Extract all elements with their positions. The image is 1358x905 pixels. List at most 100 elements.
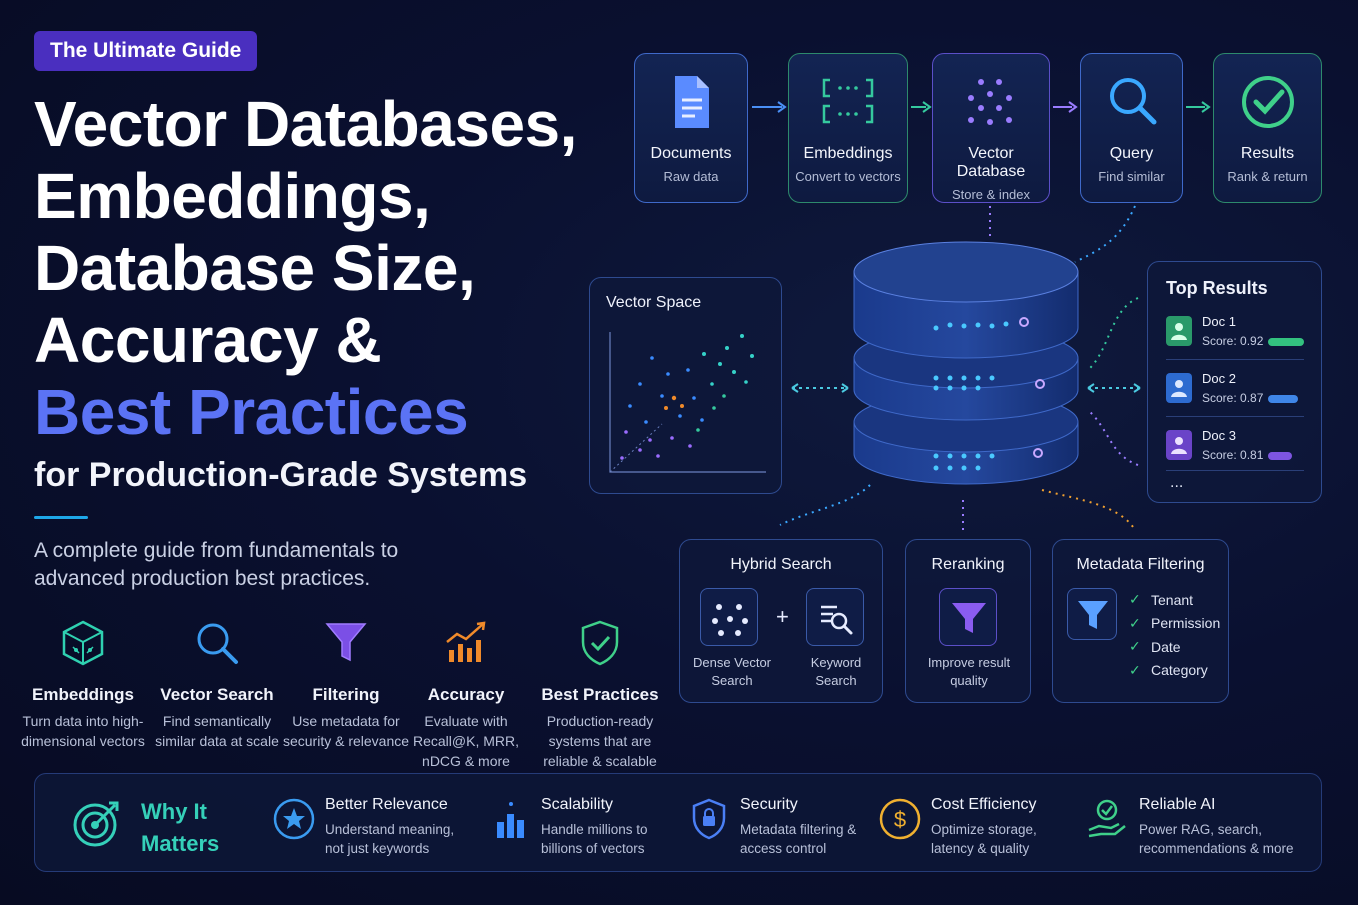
more-results[interactable]: ... xyxy=(1170,474,1184,491)
divider xyxy=(1166,416,1304,417)
feature-name: Embeddings xyxy=(31,685,134,704)
top-results-panel: Top Results Doc 1 Score: 0.92 Doc 2 Scor… xyxy=(1147,261,1322,503)
title-line-4: Accuracy & xyxy=(34,304,382,376)
feature-name: Accuracy xyxy=(427,685,505,704)
pipeline-name: Results xyxy=(1240,145,1295,162)
feature-desc: Evaluate with Recall@K, MRR, nDCG & more xyxy=(412,713,519,769)
search-icon xyxy=(1109,78,1156,125)
lock-shield-icon xyxy=(692,798,726,840)
feature-name: Vector Search xyxy=(160,685,274,704)
why-title: Why It Matters xyxy=(141,799,220,856)
pipeline-name: Documents xyxy=(650,145,732,162)
result-row[interactable]: Doc 3 Score: 0.81 xyxy=(1166,422,1304,468)
arrow-right-icon xyxy=(1053,101,1078,113)
result-score: Score: 0.92 xyxy=(1202,334,1264,348)
pipeline-sub: Find similar xyxy=(1098,169,1165,184)
result-row[interactable]: Doc 1 Score: 0.92 xyxy=(1166,308,1304,354)
result-score: Score: 0.87 xyxy=(1202,391,1264,405)
score-bar xyxy=(1268,395,1298,403)
title-line-1: Vector Databases, xyxy=(34,88,577,160)
metadata-filtering-card: Metadata Filtering ✓Tenant ✓Permission ✓… xyxy=(1052,539,1229,703)
page-title: Vector Databases, Embeddings, Database S… xyxy=(34,88,594,448)
hybrid-search-card: Hybrid Search + Dense Vector Search Keyw… xyxy=(679,539,883,703)
funnel-icon xyxy=(1067,588,1117,640)
why-desc: Optimize storage, latency & quality xyxy=(931,822,1037,856)
connector-lines xyxy=(779,205,1141,535)
arrow-right-icon xyxy=(1186,101,1211,113)
result-name: Doc 1 xyxy=(1202,314,1236,329)
title-line-2: Embeddings, xyxy=(34,160,431,232)
reranking-card: Reranking Improve result quality xyxy=(905,539,1031,703)
pipeline-embeddings: Embeddings Convert to vectors xyxy=(788,53,908,203)
avatar xyxy=(1166,373,1192,403)
why-desc: Handle millions to billions of vectors xyxy=(541,822,648,856)
check-circle-icon xyxy=(1241,76,1294,128)
search-icon xyxy=(197,623,238,664)
feature-desc: Production-ready systems that are reliab… xyxy=(543,713,657,769)
metadata-title: Metadata Filtering xyxy=(1076,556,1205,573)
star-circle-icon xyxy=(273,798,315,840)
pipeline-sub: Rank & return xyxy=(1227,169,1308,184)
pipeline-name: Vector Database xyxy=(956,145,1026,180)
shield-check-icon xyxy=(581,620,619,666)
funnel-icon xyxy=(939,588,997,646)
check-label: Date xyxy=(1151,638,1181,655)
vector-space-title: Vector Space xyxy=(606,294,702,311)
pipeline-sub: Convert to vectors xyxy=(795,169,901,184)
pipeline-name: Query xyxy=(1109,145,1154,162)
why-name: Security xyxy=(740,796,798,813)
plus-sign: + xyxy=(776,604,789,629)
pipeline-results: Results Rank & return xyxy=(1213,53,1322,203)
result-name: Doc 3 xyxy=(1202,428,1236,443)
feature-embeddings: Embeddings Turn data into high-dimension… xyxy=(18,616,148,751)
check-item[interactable]: ✓ Category xyxy=(1129,659,1220,683)
check-label: Category xyxy=(1151,662,1208,679)
check-icon: ✓ xyxy=(1129,661,1141,678)
database-cylinder-icon xyxy=(853,241,1079,485)
cube-icon xyxy=(62,620,104,666)
svg-text:$: $ xyxy=(894,807,906,832)
why-name: Cost Efficiency xyxy=(931,796,1037,813)
feature-vector-search: Vector Search Find semantically similar … xyxy=(152,616,282,751)
why-name: Better Relevance xyxy=(325,796,448,813)
divider xyxy=(1166,470,1304,471)
result-row[interactable]: Doc 2 Score: 0.87 xyxy=(1166,365,1304,411)
why-name: Reliable AI xyxy=(1139,796,1216,813)
chart-icon xyxy=(446,621,486,662)
title-line-3: Database Size, xyxy=(34,232,476,304)
feature-accuracy: Accuracy Evaluate with Recall@K, MRR, nD… xyxy=(401,616,531,771)
dense-caption: Dense Vector Search xyxy=(692,655,772,688)
feature-filtering: Filtering Use metadata for security & re… xyxy=(281,616,411,751)
target-icon xyxy=(73,801,119,847)
check-item[interactable]: ✓Tenant xyxy=(1129,588,1220,612)
page-subtitle: for Production-Grade Systems xyxy=(34,456,528,494)
divider xyxy=(34,516,88,519)
keyword-caption: Keyword Search xyxy=(810,655,862,688)
check-icon: ✓ xyxy=(1129,638,1141,655)
dollar-icon: $ xyxy=(879,798,921,840)
title-line-5: Best Practices xyxy=(34,376,469,448)
divider xyxy=(1166,359,1304,360)
check-item[interactable]: ✓Permission xyxy=(1129,612,1220,636)
feature-name: Filtering xyxy=(312,685,380,704)
feature-name: Best Practices xyxy=(541,685,659,704)
check-item[interactable]: ✓ Date xyxy=(1129,635,1220,659)
bar-chart-icon xyxy=(497,802,524,838)
check-icon: ✓ xyxy=(1129,614,1141,631)
dots-icon xyxy=(968,79,1012,125)
pipeline-query: Query Find similar xyxy=(1080,53,1183,203)
reranking-title: Reranking xyxy=(931,556,1005,573)
why-it-matters-bar: Why It Matters Better Relevance Understa… xyxy=(34,773,1322,872)
reranking-desc: Improve result quality xyxy=(927,655,1011,688)
result-name: Doc 2 xyxy=(1202,371,1236,386)
feature-desc: Find semantically similar data at scale xyxy=(155,713,279,749)
hand-check-icon xyxy=(1088,799,1126,838)
page-description: A complete guide from fundamentals to ad… xyxy=(34,539,399,590)
why-name: Scalability xyxy=(541,796,614,813)
pipeline-sub: Store & index xyxy=(951,187,1031,202)
dense-vector-icon xyxy=(700,588,758,646)
pipeline-documents: Documents Raw data xyxy=(634,53,748,203)
feature-desc: Turn data into high-dimensional vectors xyxy=(21,713,145,749)
why-desc: Power RAG, search, recommendations & mor… xyxy=(1139,822,1294,856)
score-bar xyxy=(1268,452,1292,460)
